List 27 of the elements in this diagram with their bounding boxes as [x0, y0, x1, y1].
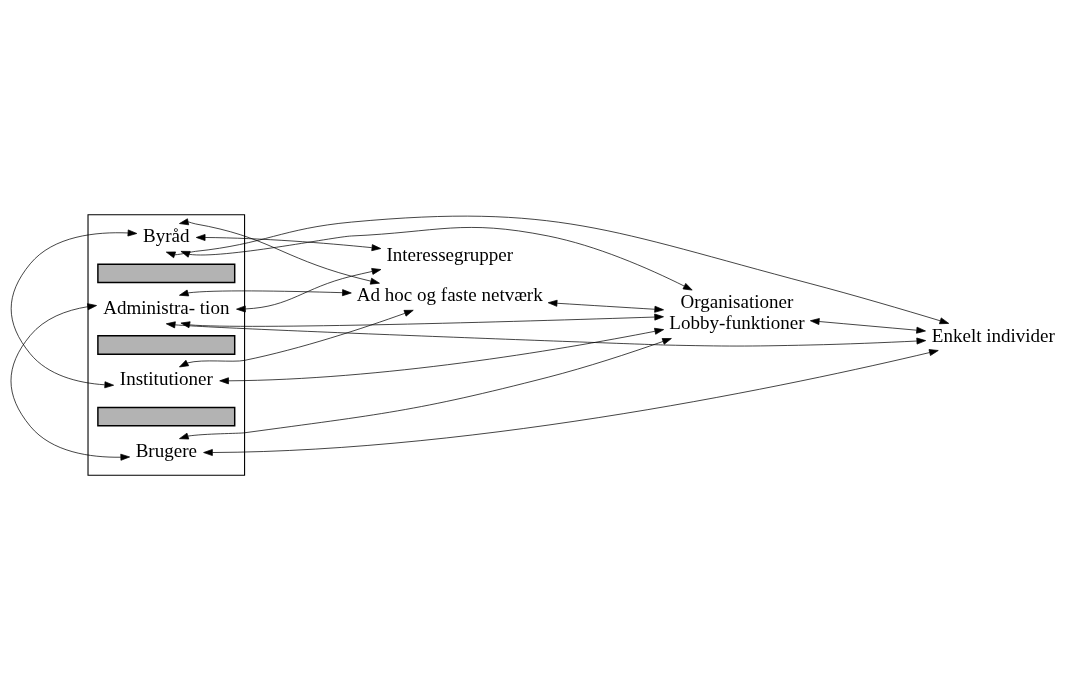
node-text: Enkelt individer — [931, 324, 1055, 346]
node-bar — [97, 263, 236, 284]
arrow — [180, 227, 693, 291]
arrow — [810, 318, 926, 334]
arrow — [165, 215, 950, 325]
node-text: Interessegrupper — [386, 244, 514, 266]
arrow — [179, 289, 352, 297]
arrow — [236, 268, 382, 313]
arrow — [10, 229, 138, 389]
node-text: Brugere — [135, 440, 197, 462]
arrow — [165, 321, 927, 347]
arrow — [219, 327, 665, 385]
node-bar — [97, 335, 236, 355]
arrow — [180, 313, 664, 329]
node-text: Administra- tion — [103, 296, 230, 318]
arrow — [10, 303, 130, 461]
arrow — [179, 338, 672, 440]
node-bar — [97, 406, 236, 427]
node-text: Ad hoc og faste netværk — [356, 284, 543, 306]
arrow — [179, 218, 380, 285]
node-text: Byråd — [143, 225, 190, 247]
arrow — [203, 349, 939, 456]
node-text: Institutioner — [119, 368, 213, 390]
arrow — [547, 299, 664, 313]
node-text: Organisationer Lobby-funktioner — [669, 291, 805, 334]
arrow — [195, 234, 382, 252]
arrow — [179, 309, 414, 368]
